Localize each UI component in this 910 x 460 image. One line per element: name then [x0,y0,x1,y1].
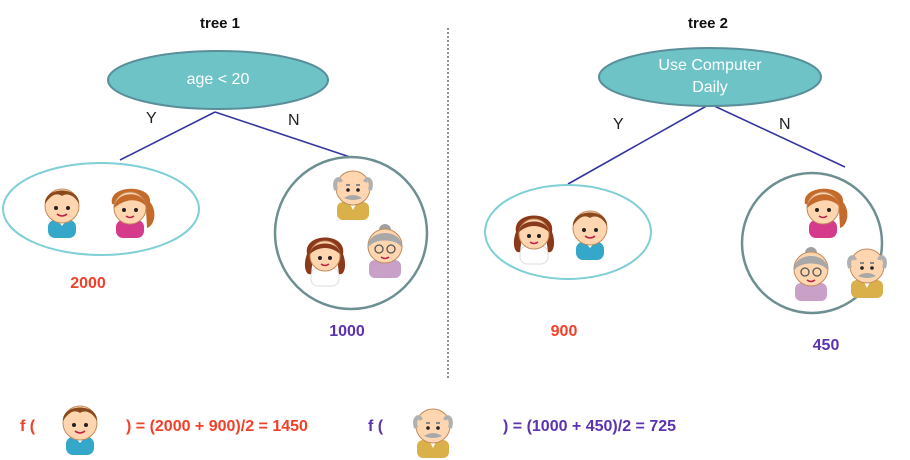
tree2-no-label: N [779,116,791,133]
tree1-right-leaf [273,155,429,311]
formula-grandpa-result: ) = (1000 + 450)/2 = 725 [503,418,677,435]
tree2-right-leaf [740,171,884,315]
grandpa-icon [413,407,453,460]
grandpa-icon [847,247,887,300]
tree2-left-value: 900 [550,323,578,340]
formula-grandpa-prefix: f ( [368,418,384,435]
tree1-left-value: 2000 [70,275,106,292]
woman-icon [513,214,555,265]
tree1-title: tree 1 [199,15,241,32]
grandpa-icon [333,169,373,222]
tree1-edge-no [214,111,351,158]
tree2-right-value: 450 [812,337,840,354]
formula-boy-prefix: f ( [20,418,36,435]
grandma-icon [793,246,829,302]
tree1-left-leaf [2,162,200,256]
boy-icon [44,188,80,239]
tree2-yes-label: Y [613,116,624,133]
girl-icon [803,187,849,239]
grandma-icon [367,223,403,279]
woman-icon [304,236,346,287]
tree1-right-value: 1000 [329,323,365,340]
formula-boy-result: ) = (2000 + 900)/2 = 1450 [126,418,308,435]
girl-icon [110,187,156,239]
tree2-root-label: Use Computer Daily [658,57,762,96]
tree1-edge-yes [119,111,216,161]
boy-icon [572,210,608,261]
boy-icon [62,405,98,456]
tree2-title: tree 2 [687,15,729,32]
tree2-edge-no [709,103,846,168]
tree1-yes-label: Y [146,110,157,127]
tree2-left-leaf [484,184,652,280]
tree2-edge-yes [567,103,711,185]
tree1-root-label: age < 20 [186,71,250,88]
tree1-no-label: N [288,112,300,129]
